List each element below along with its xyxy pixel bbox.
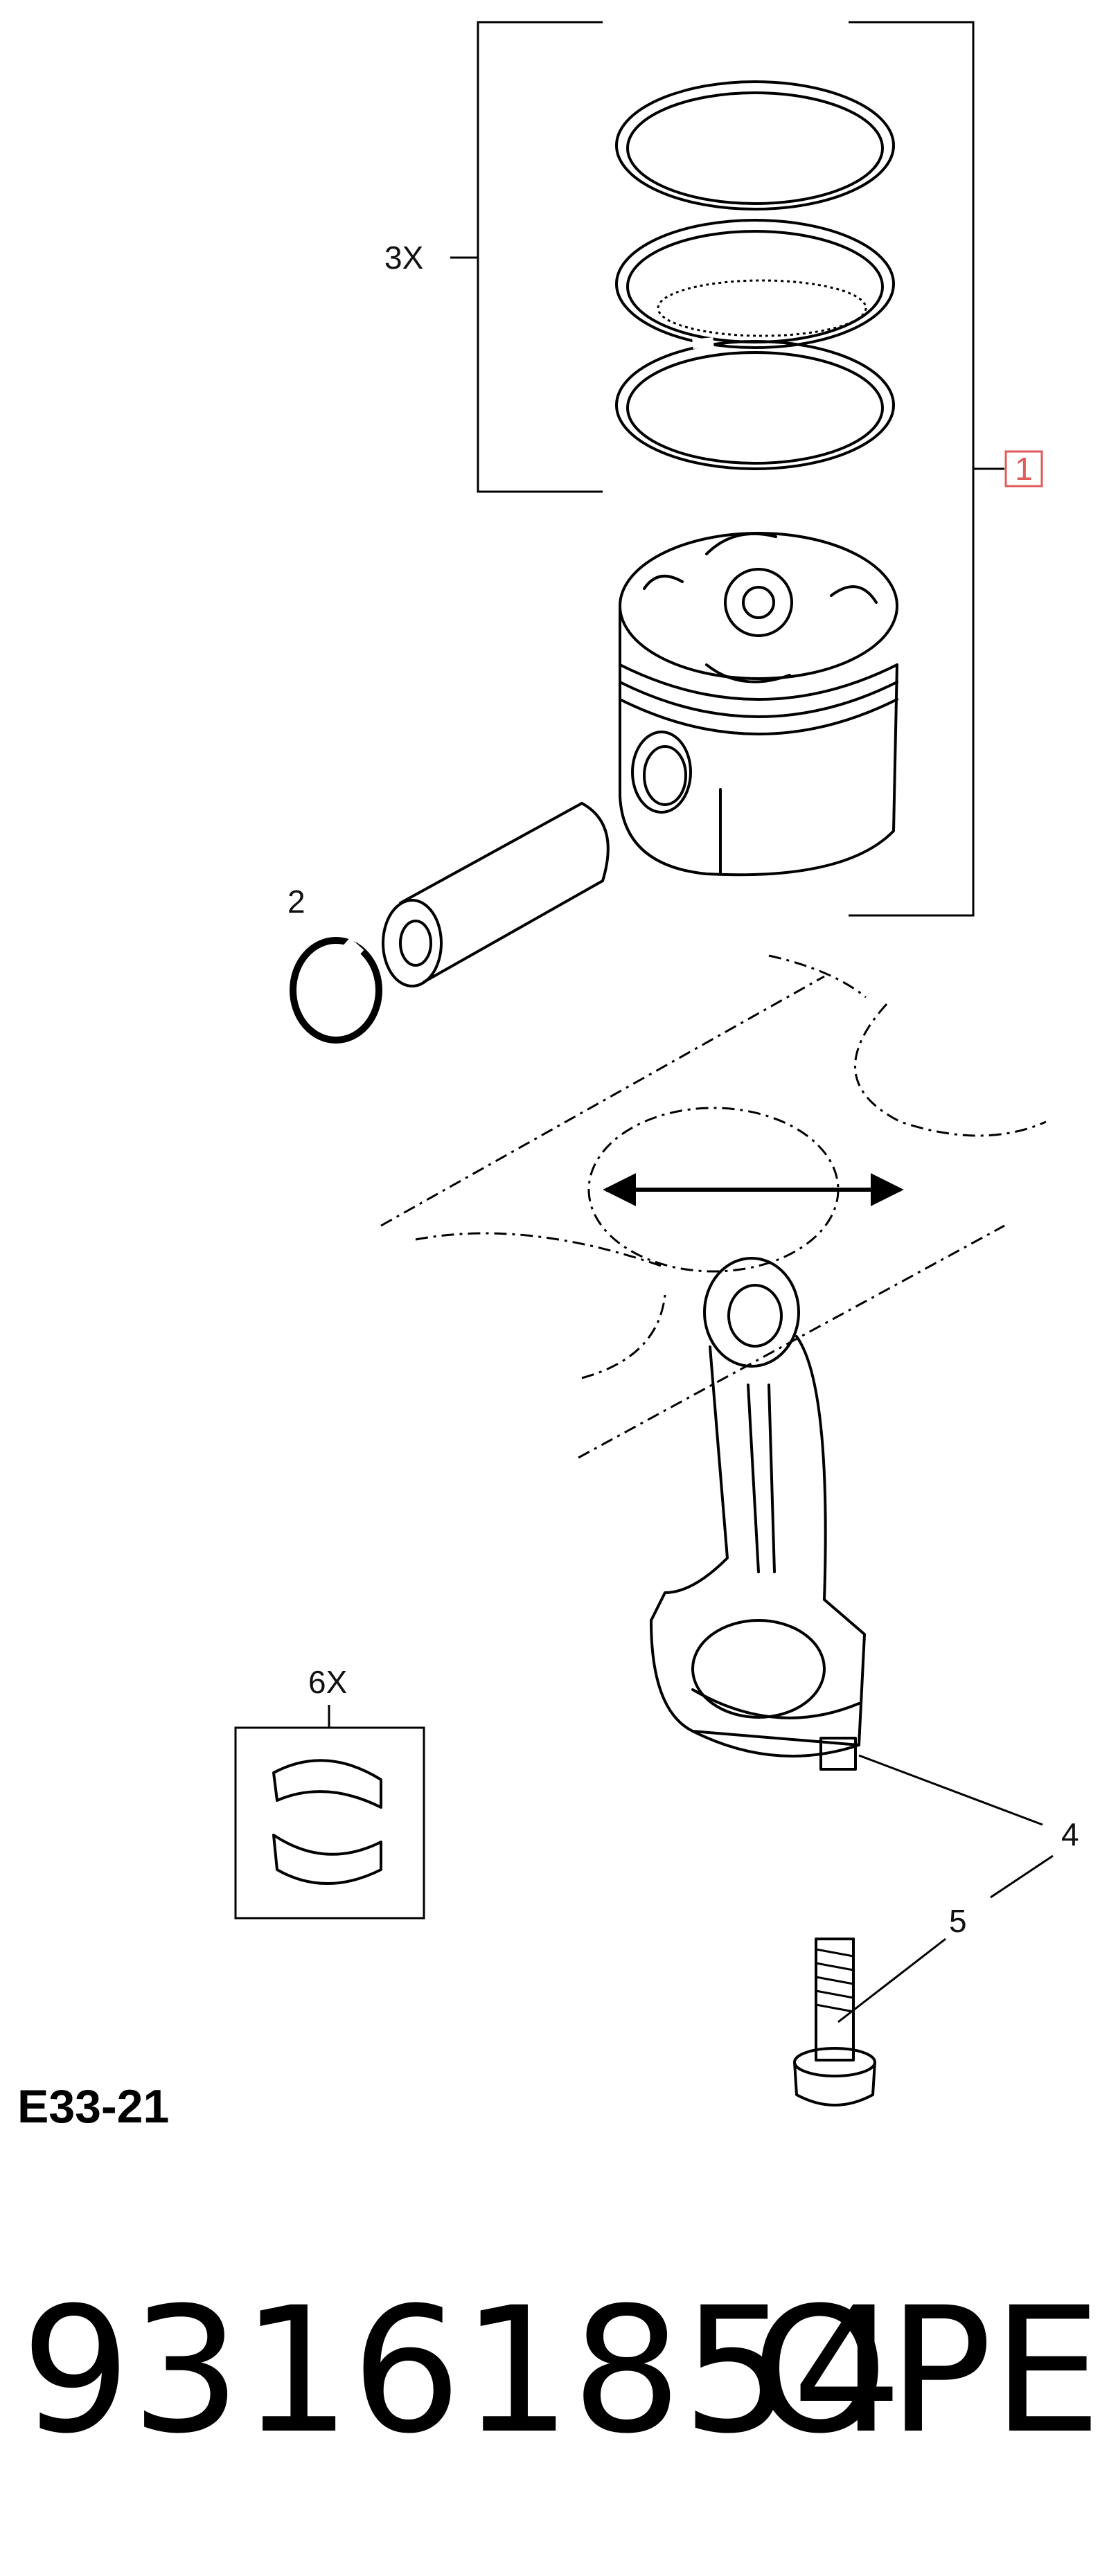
piston-ring-oil: [615, 337, 895, 470]
piston-assembly-bracket: [849, 21, 1004, 917]
piston-rings-bracket: [450, 21, 603, 493]
callout-ref-1[interactable]: 1: [1004, 450, 1043, 488]
leader-line-5b: [837, 1938, 946, 2023]
piston-ring-middle: [615, 219, 895, 349]
callout-bearings-qty: 6X: [308, 1664, 347, 1700]
bearing-shells-box: [234, 1726, 425, 1920]
leader-line-5a: [990, 1854, 1054, 1899]
ref-1-box: [1004, 450, 1043, 488]
leader-line-4: [858, 1754, 1043, 1826]
piston-pin: [382, 802, 610, 987]
connecting-rod: [650, 1257, 866, 1771]
callout-ref-5[interactable]: 5: [949, 1903, 967, 1939]
callout-ref-4[interactable]: 4: [1061, 1816, 1079, 1852]
circlip: [290, 937, 382, 1044]
brand-name: OPEL: [752, 2270, 1100, 2471]
bearing-shells: [272, 1759, 382, 1885]
part-number: 93161854: [21, 2270, 902, 2471]
callout-ref-2[interactable]: 2: [287, 884, 305, 920]
ref-1-label: 1: [1015, 451, 1033, 487]
connecting-rod-bolt: [793, 1938, 876, 2107]
piston: [619, 532, 898, 877]
piston-ring-top: [615, 77, 895, 211]
diagram-code: E33-21: [17, 2080, 169, 2133]
callout-rings-qty: 3X: [384, 240, 423, 276]
